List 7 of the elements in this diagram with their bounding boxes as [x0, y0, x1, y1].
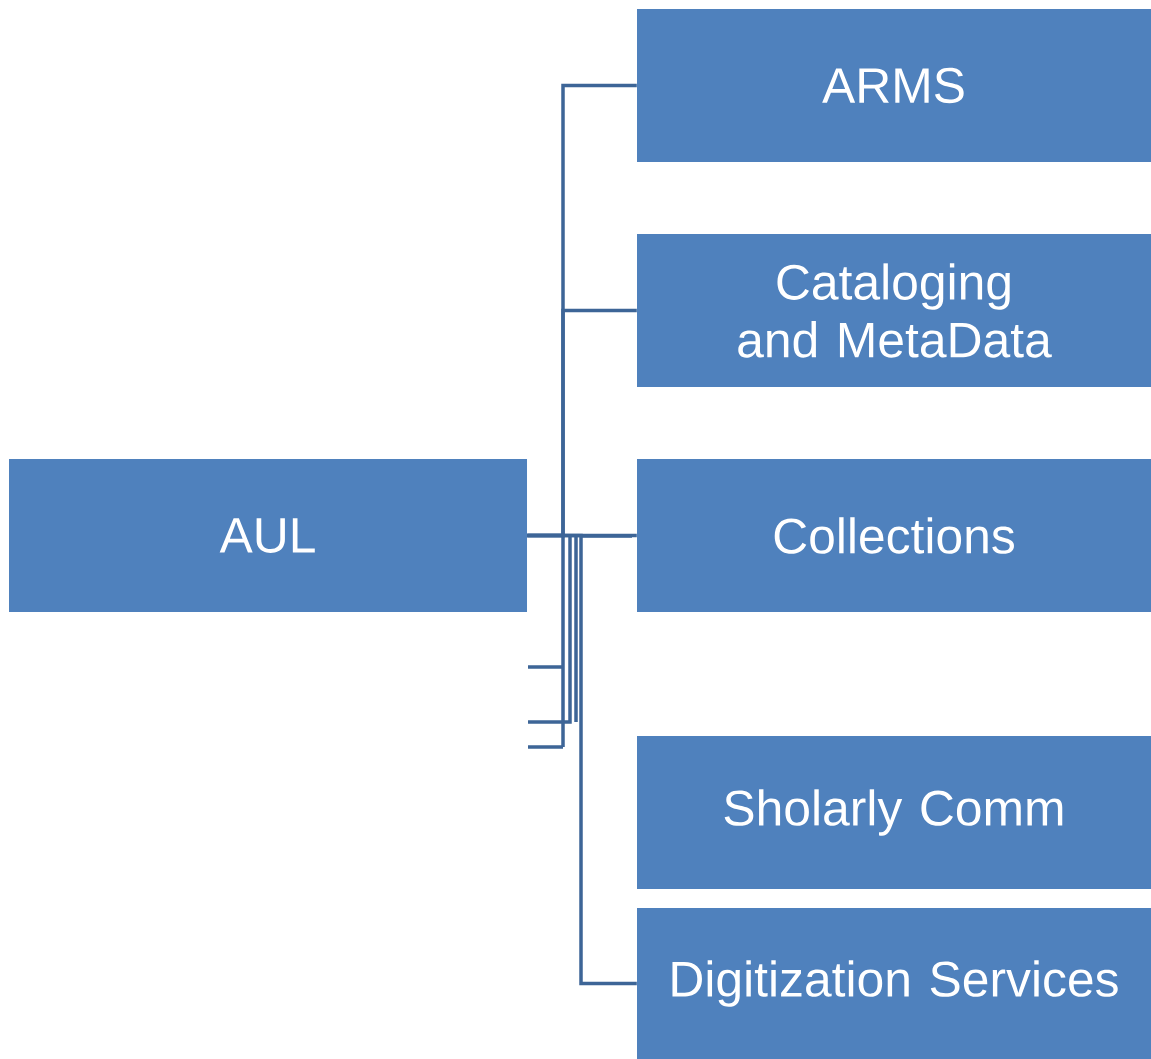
- org-box: ARMS: [637, 9, 1151, 162]
- org-box: Sholarly Comm: [637, 736, 1151, 889]
- org-box: AUL: [9, 459, 527, 612]
- org-box: Cataloging and MetaData: [637, 234, 1151, 387]
- connector-line: [527, 533, 637, 986]
- org-box: Collections: [637, 459, 1151, 612]
- org-box: Digitization Services: [637, 908, 1151, 1059]
